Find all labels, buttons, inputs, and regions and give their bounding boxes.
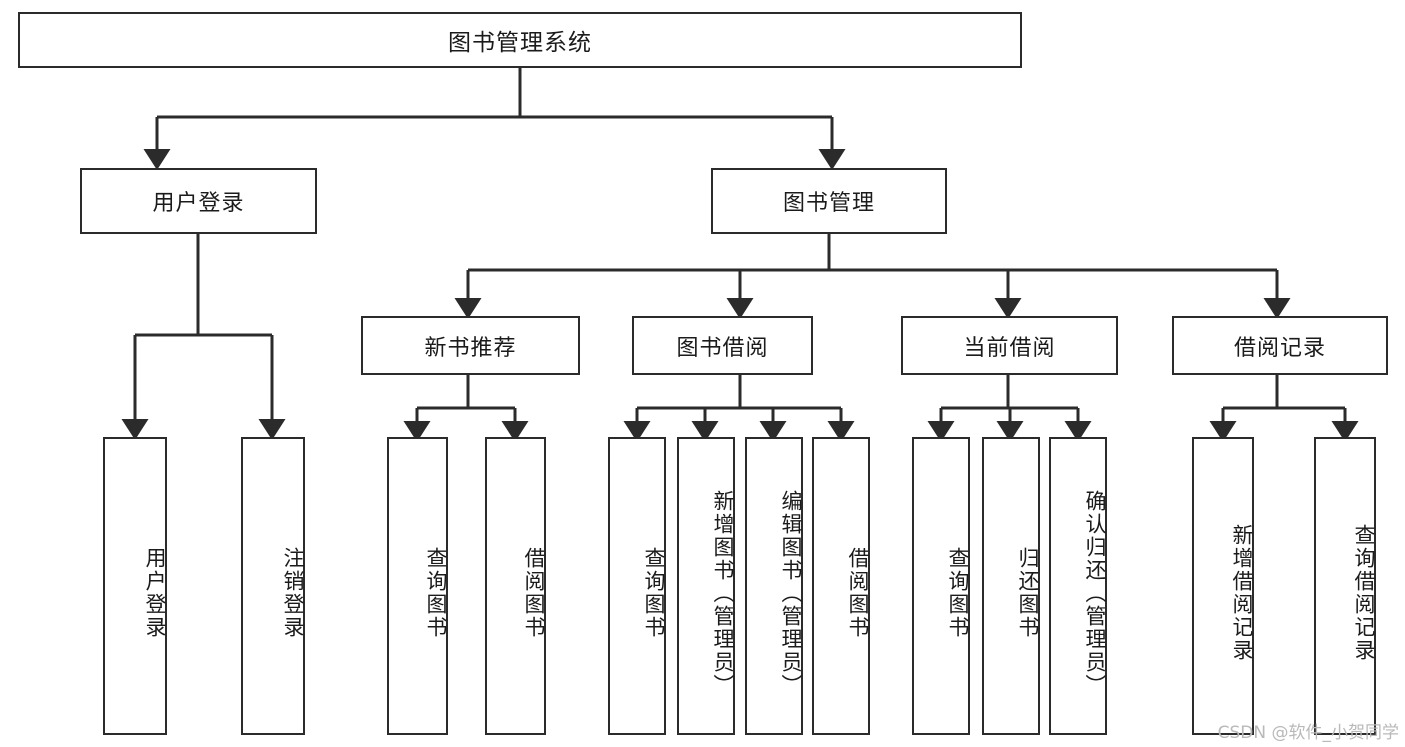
- node-current-borrow-label: 当前借阅: [963, 335, 1056, 361]
- leaf-borrow-do-label: 借阅图书: [846, 547, 870, 639]
- leaf-newbook-query-label: 查询图书: [424, 547, 448, 639]
- node-book-manage-label: 图书管理: [782, 191, 875, 216]
- leaf-current-return-label: 归还图书: [1016, 547, 1040, 639]
- node-user-login-label: 用户登录: [152, 191, 245, 216]
- leaf-borrow-query-label: 查询图书: [642, 547, 666, 639]
- node-borrow-record-label: 借阅记录: [1233, 335, 1326, 361]
- leaf-user-login[interactable]: 用户登录: [103, 437, 167, 735]
- leaf-current-query-label: 查询图书: [946, 547, 970, 639]
- leaf-borrow-edit[interactable]: 编辑图书（管理员）: [745, 437, 803, 735]
- watermark-text: CSDN @软件_小贺同学: [1217, 723, 1399, 743]
- leaf-borrow-query[interactable]: 查询图书: [608, 437, 666, 735]
- node-book-borrow[interactable]: 图书借阅: [632, 316, 813, 375]
- leaf-newbook-borrow-label: 借阅图书: [522, 547, 546, 639]
- leaf-record-query[interactable]: 查询借阅记录: [1314, 437, 1376, 735]
- leaf-record-add[interactable]: 新增借阅记录: [1192, 437, 1254, 735]
- leaf-user-logout[interactable]: 注销登录: [241, 437, 305, 735]
- leaf-newbook-query[interactable]: 查询图书: [387, 437, 448, 735]
- node-user-login[interactable]: 用户登录: [80, 168, 317, 234]
- node-new-book-recommend-label: 新书推荐: [424, 335, 517, 361]
- leaf-record-add-label: 新增借阅记录: [1230, 524, 1254, 662]
- node-borrow-record[interactable]: 借阅记录: [1172, 316, 1388, 375]
- leaf-current-confirm-return[interactable]: 确认归还（管理员）: [1049, 437, 1107, 735]
- leaf-newbook-borrow[interactable]: 借阅图书: [485, 437, 546, 735]
- node-root[interactable]: 图书管理系统: [18, 12, 1022, 68]
- node-root-label: 图书管理系统: [448, 30, 592, 56]
- leaf-borrow-do[interactable]: 借阅图书: [812, 437, 870, 735]
- node-book-borrow-label: 图书借阅: [676, 335, 769, 361]
- leaf-record-query-label: 查询借阅记录: [1352, 524, 1376, 662]
- leaf-borrow-add-label: 新增图书（管理员）: [711, 489, 735, 697]
- leaf-borrow-edit-label: 编辑图书（管理员）: [779, 489, 803, 697]
- node-current-borrow[interactable]: 当前借阅: [901, 316, 1118, 375]
- leaf-current-return[interactable]: 归还图书: [982, 437, 1040, 735]
- node-book-manage[interactable]: 图书管理: [711, 168, 947, 234]
- leaf-user-logout-label: 注销登录: [281, 547, 305, 639]
- leaf-current-query[interactable]: 查询图书: [912, 437, 970, 735]
- leaf-current-confirm-return-label: 确认归还（管理员）: [1083, 489, 1107, 697]
- leaf-user-login-label: 用户登录: [143, 547, 167, 639]
- node-new-book-recommend[interactable]: 新书推荐: [361, 316, 580, 375]
- leaf-borrow-add[interactable]: 新增图书（管理员）: [677, 437, 735, 735]
